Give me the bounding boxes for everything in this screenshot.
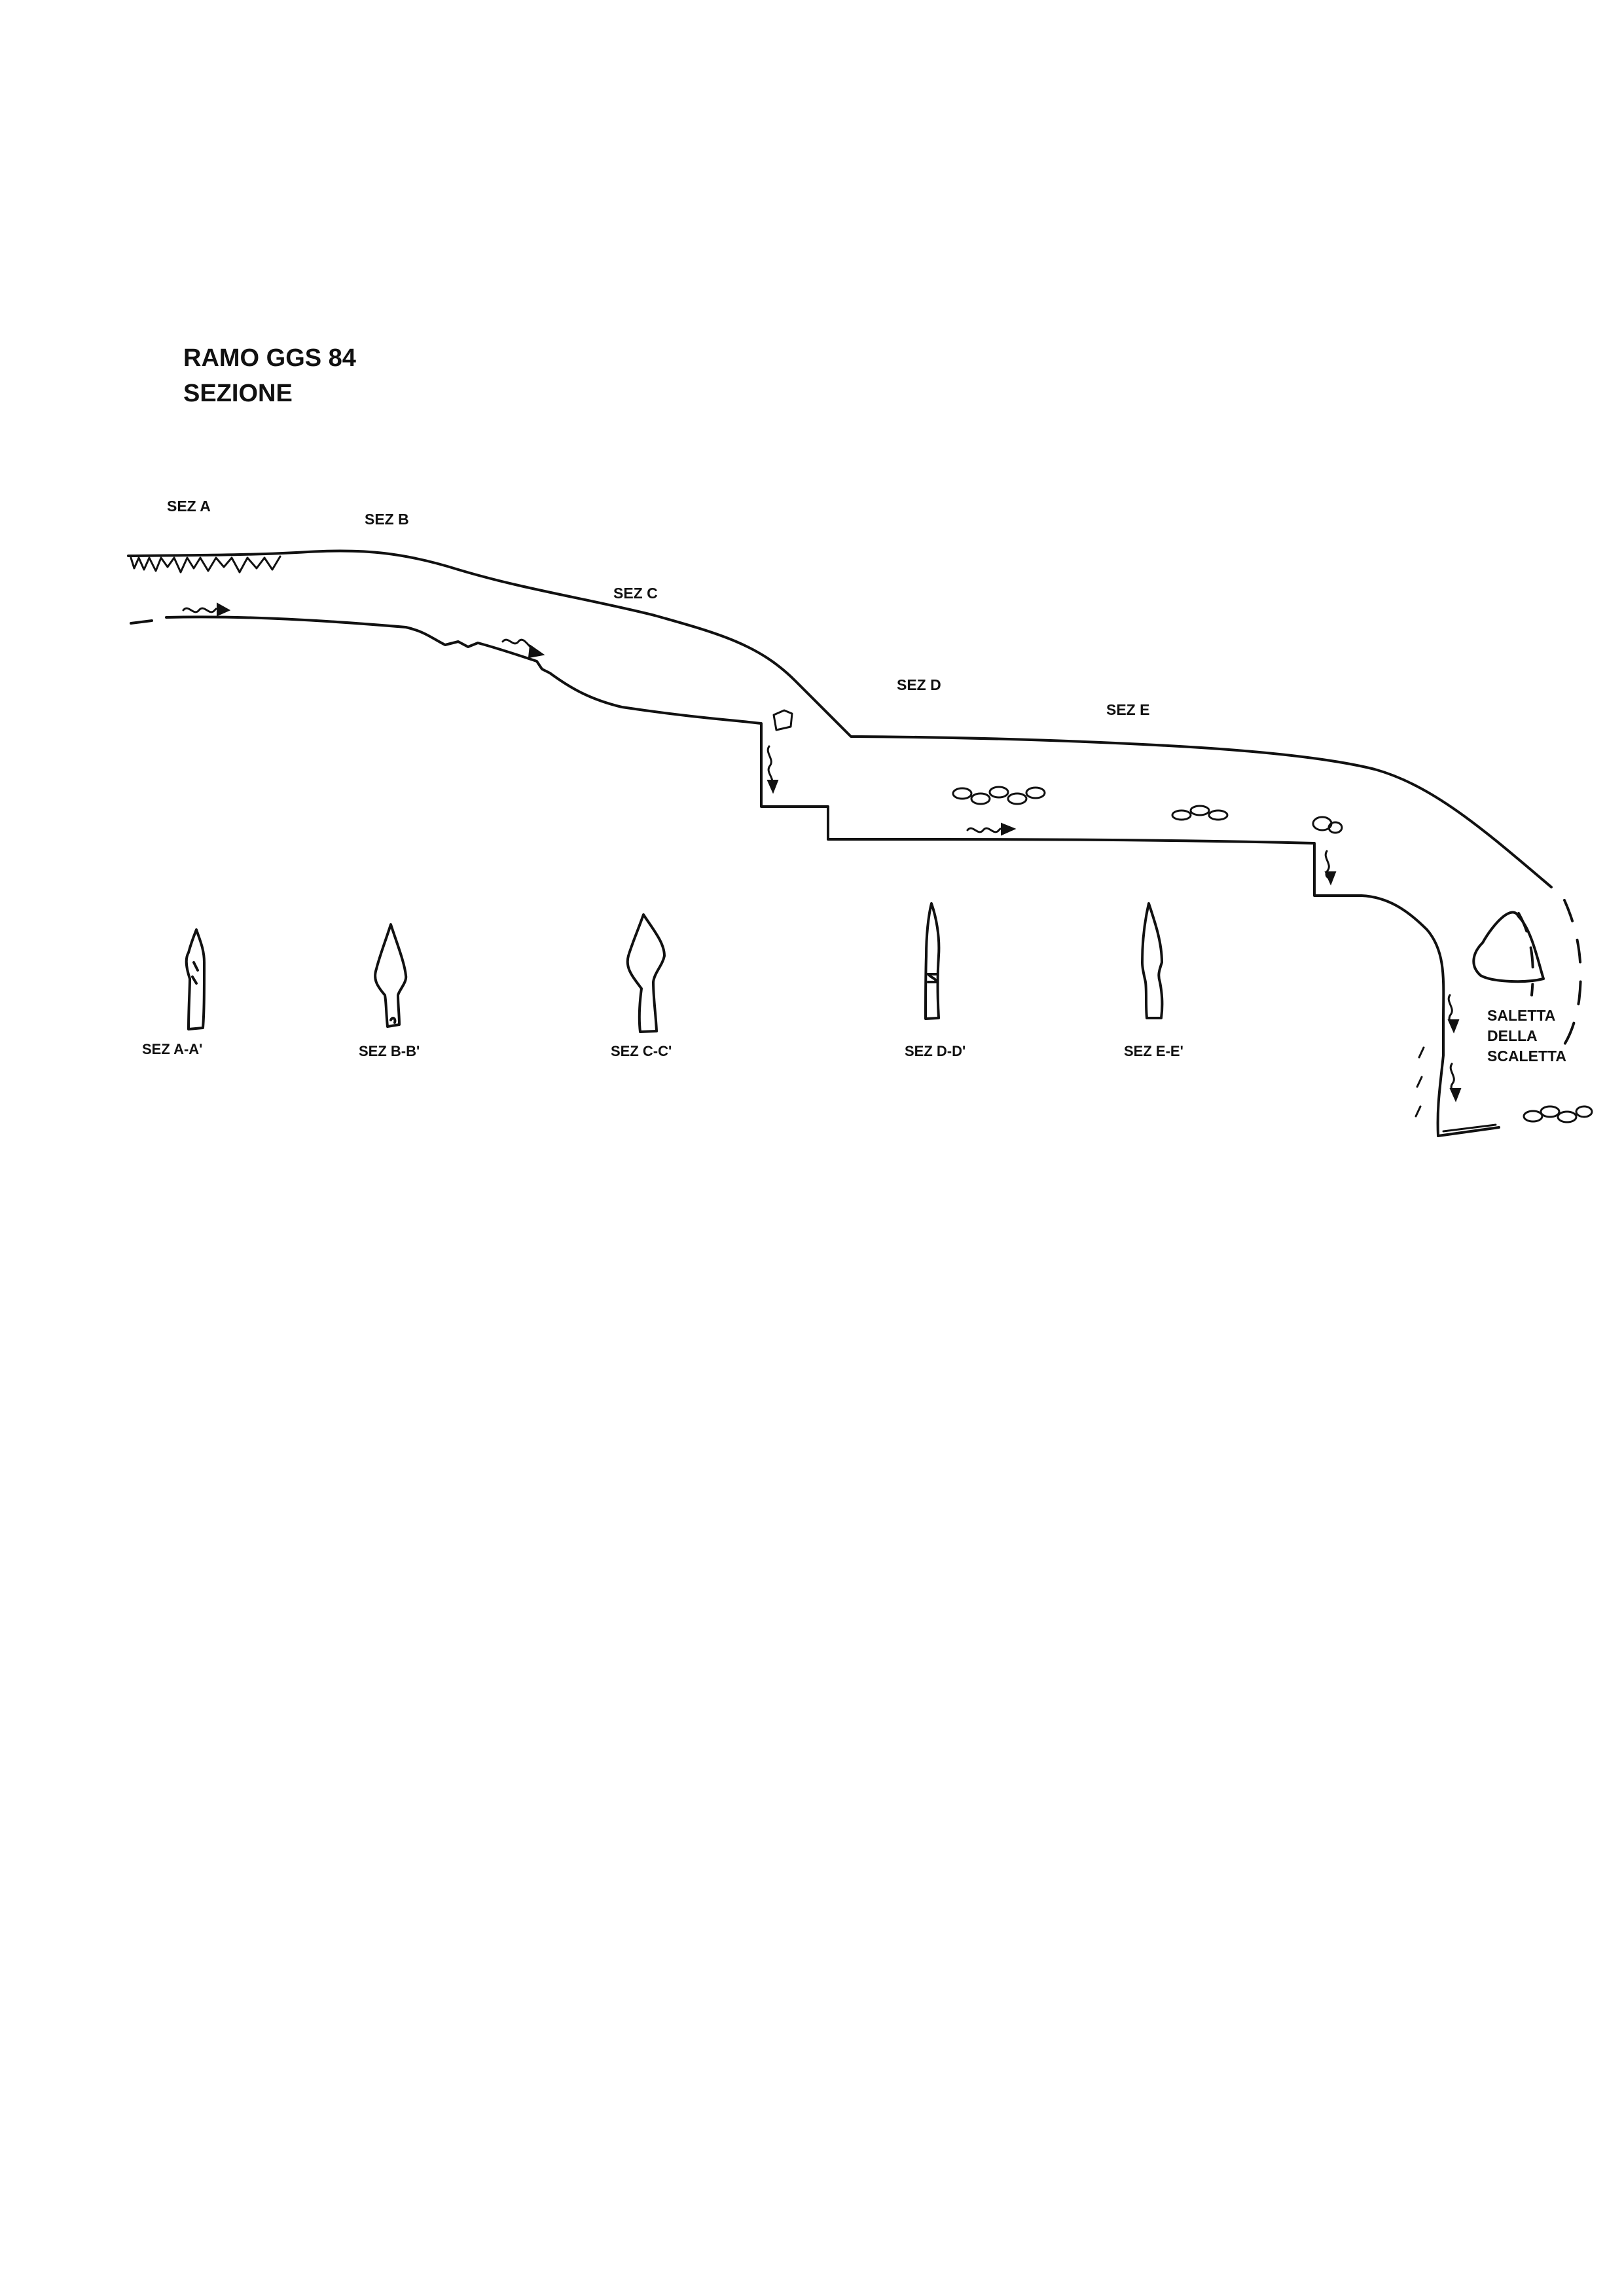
- boulder-icon: [1171, 809, 1192, 821]
- cross-section-label: SEZ B-B': [359, 1043, 420, 1059]
- stalactite-icon: [130, 555, 281, 574]
- water-flow-arrow-icon: [966, 822, 1017, 836]
- water-surface-line: [1442, 1123, 1497, 1133]
- saletta-floor-line: [1437, 1126, 1500, 1137]
- boulder-icon: [1472, 911, 1545, 983]
- boulder-icon: [1208, 809, 1229, 821]
- section-label-e: SEZ E: [1106, 701, 1150, 718]
- water-flow-arrow-icon: [182, 602, 231, 617]
- dashed-wall-line: [1557, 899, 1582, 1055]
- cross-section-label: SEZ D-D': [905, 1043, 966, 1059]
- boulder-icon: [1575, 1105, 1593, 1118]
- section-label-b: SEZ B: [365, 511, 409, 528]
- boulder-icon: [1007, 792, 1028, 805]
- boulder-icon: [1523, 1110, 1543, 1123]
- cross-section-c-shape: [626, 913, 666, 1033]
- room-label-line: DELLA: [1487, 1027, 1538, 1044]
- boulder-cluster: [1312, 816, 1343, 834]
- room-label-line: SALETTA: [1487, 1007, 1556, 1024]
- boulder-cluster: [952, 786, 1046, 805]
- section-label-a: SEZ A: [167, 498, 211, 515]
- water-flow-arrow-icon: [501, 638, 545, 659]
- section-label-d: SEZ D: [897, 676, 941, 693]
- boulder-icon: [952, 787, 973, 800]
- drip-arrow-icon: [1449, 1063, 1462, 1102]
- drip-arrow-icon: [767, 745, 779, 794]
- boulder-icon: [1189, 805, 1210, 816]
- drip-arrow-icon: [1324, 850, 1337, 886]
- drawing-subtitle: SEZIONE: [183, 380, 293, 407]
- cross-section-label: SEZ A-A': [142, 1041, 203, 1057]
- cross-section-b-shape: [374, 923, 408, 1028]
- boulder-icon: [772, 709, 793, 731]
- room-label: SALETTA DELLA SCALETTA: [1487, 1008, 1566, 1069]
- boulder-icon: [988, 786, 1009, 799]
- boulder-icon: [970, 792, 991, 805]
- cross-section-a-shape: [185, 928, 206, 1030]
- boulder-icon: [1540, 1105, 1561, 1118]
- cross-section-e-shape: [1141, 902, 1164, 1019]
- room-label-line: SCALETTA: [1487, 1048, 1566, 1065]
- drip-arrow-icon: [1447, 994, 1460, 1034]
- boulder-icon: [1327, 821, 1343, 834]
- cave-ceiling-line: [127, 549, 1553, 888]
- cross-section-label: SEZ C-C': [611, 1043, 672, 1059]
- boulder-icon: [1557, 1110, 1578, 1123]
- stalactite-icon: [1415, 1046, 1425, 1118]
- cave-floor-line: [130, 615, 1445, 1137]
- cross-section-d-shape: [924, 902, 941, 1020]
- boulder-cluster: [1171, 805, 1229, 821]
- cross-section-label: SEZ E-E': [1124, 1043, 1183, 1059]
- boulder-cluster: [1523, 1105, 1593, 1123]
- boulder-icon: [1025, 786, 1046, 799]
- drawing-title: RAMO GGS 84: [183, 344, 356, 372]
- section-label-c: SEZ C: [613, 585, 658, 602]
